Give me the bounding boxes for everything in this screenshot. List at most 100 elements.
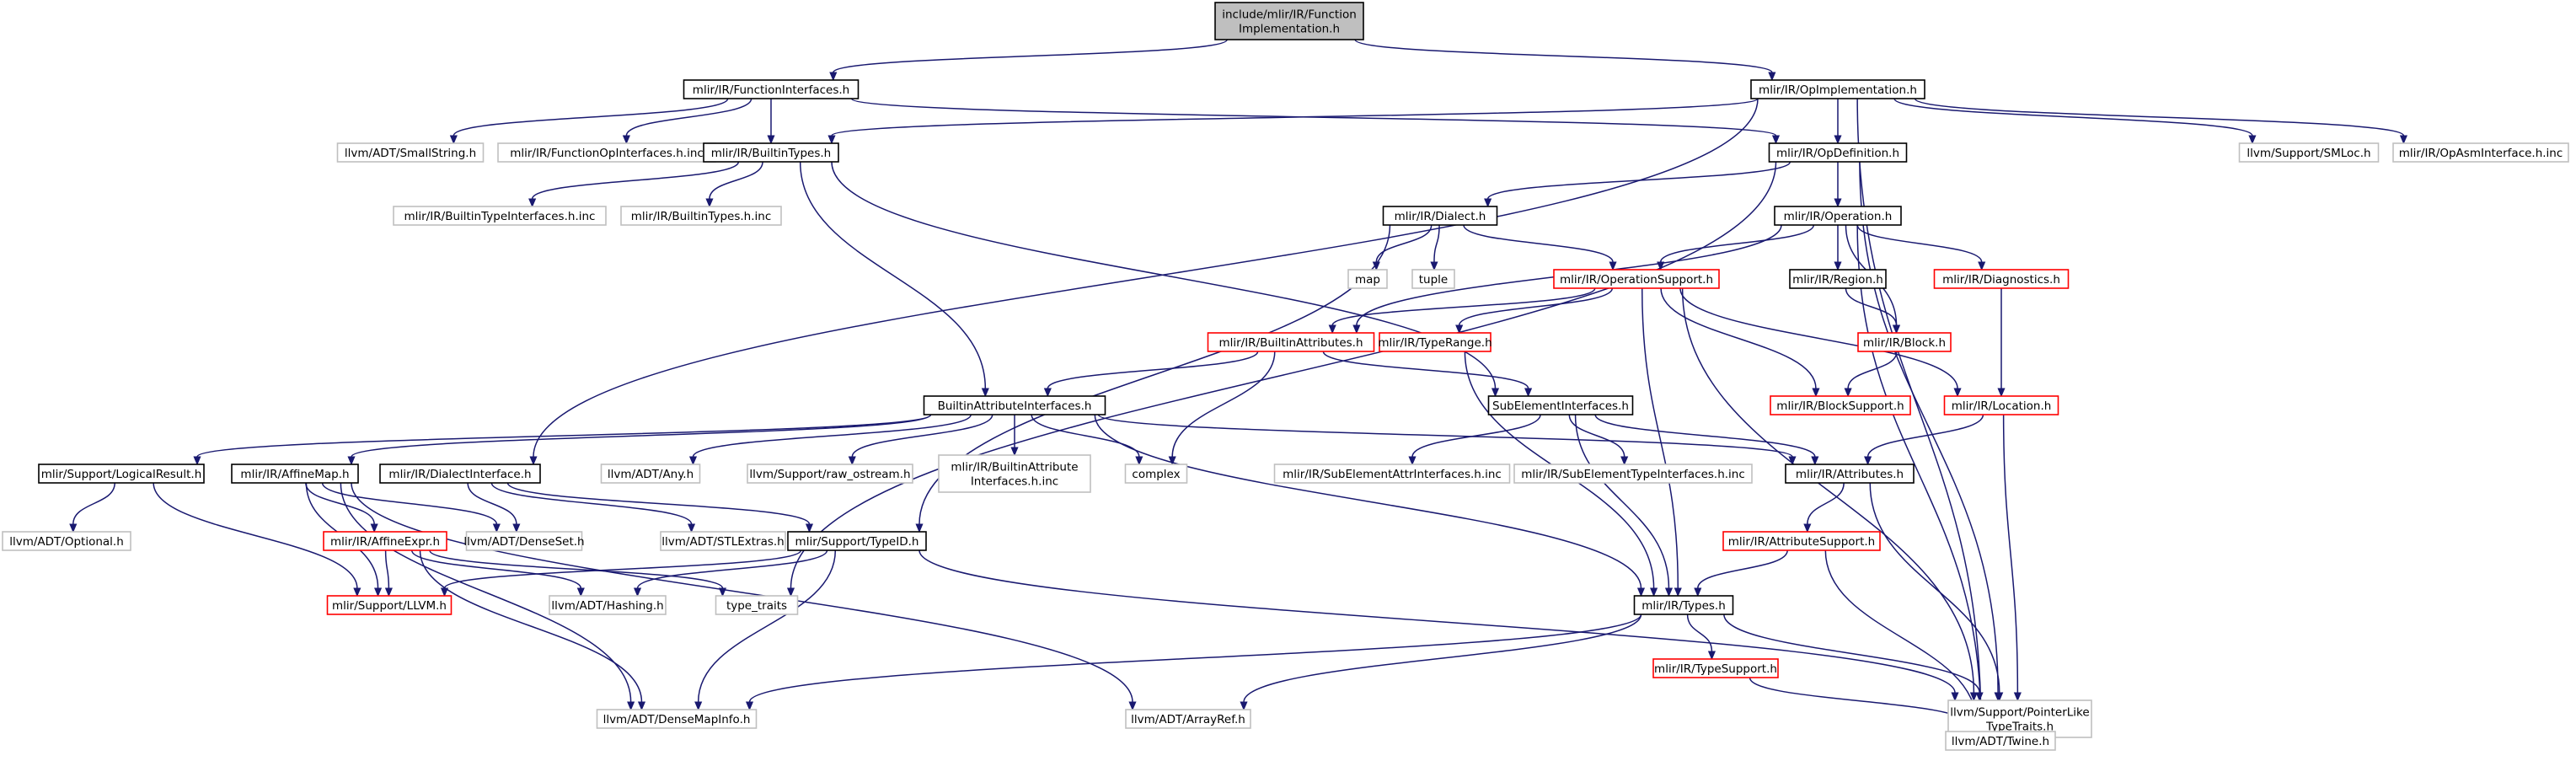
edge-affineMap-to-arrayRef <box>351 482 1137 711</box>
node-dialectInterface[interactable]: mlir/IR/DialectInterface.h <box>379 464 541 484</box>
edge-opImplementation-to-smLoc <box>1893 98 2257 145</box>
node-any[interactable]: llvm/ADT/Any.h <box>600 464 701 484</box>
node-builtinAttributeInterfacesInc[interactable]: mlir/IR/BuiltinAttributeInterfaces.h.inc <box>938 454 1091 493</box>
edge-line <box>429 549 724 589</box>
edge-subElementInterfaces-to-subElementTypeInterfacesInc <box>1568 414 1629 466</box>
arrowhead <box>1694 587 1702 598</box>
arrowhead <box>512 523 521 533</box>
node-location[interactable]: mlir/IR/Location.h <box>1943 395 2059 415</box>
node-twine[interactable]: llvm/ADT/Twine.h <box>1945 731 2056 751</box>
edge-attributes-to-attributeSupport <box>1803 482 1845 533</box>
edge-line <box>1094 414 1642 589</box>
node-builtinAttributeInterfaces[interactable]: BuiltinAttributeInterfaces.h <box>923 395 1106 415</box>
edge-builtinTypes-to-subElementInterfaces <box>831 161 1500 398</box>
node-smLoc[interactable]: llvm/Support/SMLoc.h <box>2238 142 2380 163</box>
edge-opImplementation-to-opDefinition <box>1834 98 1842 145</box>
edge-line <box>1659 224 1815 263</box>
node-logicalResult[interactable]: mlir/Support/LogicalResult.h <box>38 464 205 484</box>
arrowhead <box>69 523 78 533</box>
edge-block-to-blockSupport <box>1844 351 1898 398</box>
node-affineMap[interactable]: mlir/IR/AffineMap.h <box>231 464 359 484</box>
node-denseMapInfo[interactable]: llvm/ADT/DenseMapInfo.h <box>596 709 758 729</box>
node-typeTraits[interactable]: type_traits <box>715 595 799 615</box>
node-builtinTypes[interactable]: mlir/IR/BuiltinTypes.h <box>703 142 839 163</box>
node-opAsmInterfaceInc[interactable]: mlir/IR/OpAsmInterface.h.inc <box>2392 142 2569 163</box>
node-dialect[interactable]: mlir/IR/Dialect.h <box>1382 206 1498 226</box>
node-box <box>1945 731 2056 751</box>
node-types[interactable]: mlir/IR/Types.h <box>1633 595 1734 615</box>
arrowhead <box>848 456 856 466</box>
edge-line <box>531 161 740 200</box>
edge-line <box>1463 224 1614 263</box>
node-affineExpr[interactable]: mlir/IR/AffineExpr.h <box>323 531 447 551</box>
node-denseSet[interactable]: llvm/ADT/DenseSet.h <box>463 531 585 551</box>
edge-line <box>305 482 375 525</box>
node-label: include/mlir/IR/Function <box>1222 8 1357 22</box>
edge-line <box>1660 287 1817 389</box>
edge-opDefinition-to-typeTraits <box>786 161 1777 598</box>
node-operation[interactable]: mlir/IR/Operation.h <box>1774 206 1902 226</box>
edge-dialectInterface-to-denseSet <box>467 482 521 533</box>
node-subElementInterfaces[interactable]: SubElementInterfaces.h <box>1487 395 1634 415</box>
node-box <box>549 595 667 615</box>
edge-dialect-to-tuple <box>1430 224 1440 271</box>
node-typeSupport[interactable]: mlir/IR/TypeSupport.h <box>1652 658 1779 678</box>
arrowhead <box>1834 198 1842 208</box>
node-subElementTypeInterfacesInc[interactable]: mlir/IR/SubElementTypeInterfaces.h.inc <box>1513 464 1753 484</box>
node-tuple[interactable]: tuple <box>1411 269 1455 289</box>
node-box <box>1789 269 1887 289</box>
arrowhead <box>370 523 378 533</box>
edge-builtinTypes-to-builtinAttributeInterfaces <box>799 161 989 398</box>
node-label: mlir/IR/BuiltinAttributes.h <box>1218 336 1363 350</box>
node-complex[interactable]: complex <box>1124 464 1188 484</box>
arrowhead <box>1430 261 1438 271</box>
node-label: mlir/IR/SubElementAttrInterfaces.h.inc <box>1283 468 1502 481</box>
node-rawOstream[interactable]: llvm/Support/raw_ostream.h <box>747 464 913 484</box>
node-diagnostics[interactable]: mlir/IR/Diagnostics.h <box>1933 269 2070 289</box>
node-functionInterfaces[interactable]: mlir/IR/FunctionInterfaces.h <box>683 79 860 99</box>
node-map[interactable]: map <box>1347 269 1388 289</box>
node-functionOpInterfacesInc[interactable]: mlir/IR/FunctionOpInterfaces.h.inc <box>497 142 716 163</box>
edge-line <box>1893 98 2253 137</box>
node-label: mlir/IR/BuiltinTypes.h.inc <box>631 210 772 223</box>
node-blockSupport[interactable]: mlir/IR/BlockSupport.h <box>1770 395 1911 415</box>
node-opImplementation[interactable]: mlir/IR/OpImplementation.h <box>1750 79 1925 99</box>
node-smallString[interactable]: llvm/ADT/SmallString.h <box>336 142 485 163</box>
node-box <box>1214 2 1364 40</box>
arrowhead <box>1491 388 1500 398</box>
edge-line <box>636 549 828 589</box>
node-operationSupport[interactable]: mlir/IR/OperationSupport.h <box>1553 269 1720 289</box>
node-stlExtras[interactable]: llvm/ADT/STLExtras.h <box>660 531 786 551</box>
node-attributes[interactable]: mlir/IR/Attributes.h <box>1785 464 1915 484</box>
node-opDefinition[interactable]: mlir/IR/OpDefinition.h <box>1768 142 1908 163</box>
node-builtinAttributes[interactable]: mlir/IR/BuiltinAttributes.h <box>1207 332 1375 352</box>
node-box <box>38 464 205 484</box>
node-llvmH[interactable]: mlir/Support/LLVM.h <box>326 595 453 615</box>
node-box <box>323 531 447 551</box>
arrowhead <box>767 135 775 145</box>
arrowhead <box>1975 692 1984 702</box>
node-label: mlir/IR/Block.h <box>1863 336 1946 350</box>
node-box <box>1207 332 1375 352</box>
node-hashing[interactable]: llvm/ADT/Hashing.h <box>549 595 667 615</box>
node-label: mlir/IR/OperationSupport.h <box>1560 273 1713 287</box>
node-typeRange[interactable]: mlir/IR/TypeRange.h <box>1378 332 1492 352</box>
node-arrayRef[interactable]: llvm/ADT/ArrayRef.h <box>1125 709 1251 729</box>
node-optional[interactable]: llvm/ADT/Optional.h <box>2 531 131 551</box>
edge-subElementInterfaces-to-types <box>1574 414 1674 598</box>
edge-attributeSupport-to-types <box>1694 549 1788 598</box>
node-region[interactable]: mlir/IR/Region.h <box>1789 269 1887 289</box>
node-builtinTypesInc[interactable]: mlir/IR/BuiltinTypes.h.inc <box>620 206 782 226</box>
node-builtinTypeInterfacesInc[interactable]: mlir/IR/BuiltinTypeInterfaces.h.inc <box>393 206 607 226</box>
node-box <box>465 531 583 551</box>
node-label: mlir/IR/AffineExpr.h <box>330 535 440 549</box>
node-box <box>683 79 860 99</box>
node-attributeSupport[interactable]: mlir/IR/AttributeSupport.h <box>1722 531 1881 551</box>
edge-operationSupport-to-types <box>1641 287 1682 598</box>
edge-line <box>490 482 693 525</box>
edge-builtinAttributes-to-builtinAttributeInterfaces <box>1043 351 1259 398</box>
node-block[interactable]: mlir/IR/Block.h <box>1857 332 1952 352</box>
node-subElementAttrInterfacesInc[interactable]: mlir/IR/SubElementAttrInterfaces.h.inc <box>1273 464 1511 484</box>
node-typeID[interactable]: mlir/Support/TypeID.h <box>787 531 927 551</box>
